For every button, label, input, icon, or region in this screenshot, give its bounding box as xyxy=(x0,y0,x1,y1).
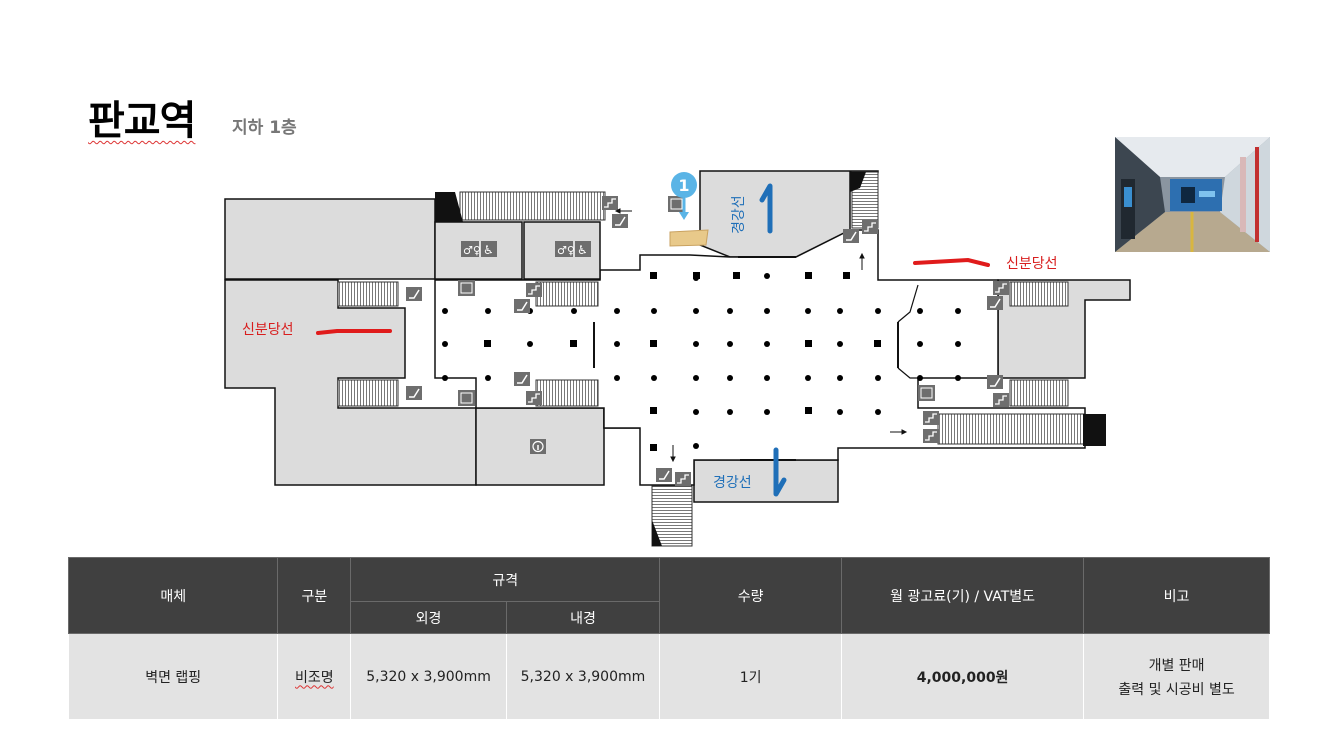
svg-text:♿: ♿ xyxy=(577,243,588,257)
elevator-icon xyxy=(458,196,935,406)
ad-spec-table: 매체 구분 규격 수량 월 광고료(기) / VAT별도 비고 외경 내경 벽면… xyxy=(67,557,1270,720)
media-value: 벽면 랩핑 xyxy=(145,669,202,686)
columns xyxy=(442,272,961,451)
cell-fee: 4,000,000원 xyxy=(841,633,1085,720)
note-line-1: 개별 판매 xyxy=(1148,657,1205,674)
header-note: 비고 xyxy=(1083,557,1270,634)
note-line-2: 출력 및 시공비 별도 xyxy=(1118,681,1235,698)
header-media: 매체 xyxy=(67,557,279,634)
shinbundang-arrow-right xyxy=(913,257,990,267)
wheelchair-icon: ♿ ♿ xyxy=(481,241,591,257)
shinbundang-arrow-left xyxy=(316,329,392,335)
ad-location xyxy=(669,229,709,247)
cell-inner: 5,320 x 3,900mm xyxy=(505,633,661,720)
marker-number: 1 xyxy=(678,176,689,195)
location-marker: 1 xyxy=(671,172,697,220)
cell-category: 비조명 xyxy=(277,633,352,720)
header-outer: 외경 xyxy=(350,601,507,634)
header-fee: 월 광고료(기) / VAT별도 xyxy=(841,557,1085,634)
cell-outer: 5,320 x 3,900mm xyxy=(350,633,507,720)
cell-media: 벽면 랩핑 xyxy=(67,633,279,720)
fare-gates xyxy=(593,256,919,461)
header-category: 구분 xyxy=(277,557,352,634)
svg-text:♂♀: ♂♀ xyxy=(463,244,481,257)
svg-text:♿: ♿ xyxy=(483,243,494,257)
svg-text:♂♀: ♂♀ xyxy=(557,244,575,257)
cell-note: 개별 판매 출력 및 시공비 별도 xyxy=(1083,633,1270,720)
table-row: 벽면 랩핑 비조명 5,320 x 3,900mm 5,320 x 3,900m… xyxy=(67,633,1270,720)
header-quantity: 수량 xyxy=(659,557,843,634)
stairs-icon xyxy=(526,196,1009,486)
restroom-icon: ♂♀ ♂♀ xyxy=(461,241,575,257)
gyeonggang-arrow-down xyxy=(773,447,787,497)
direction-arrows xyxy=(614,208,908,463)
shinbundang-label-left: 신분당선 xyxy=(242,322,294,338)
page-subtitle: 지하 1층 xyxy=(232,118,297,138)
gyeonggang-label-bottom: 경강선 xyxy=(713,475,752,491)
cell-quantity: 1기 xyxy=(659,633,843,720)
gyeonggang-arrow-up xyxy=(759,183,773,234)
escalator-icon xyxy=(406,214,1003,482)
info-icon xyxy=(530,439,546,454)
header-spec: 규격 xyxy=(350,557,661,602)
stairways xyxy=(337,171,1085,547)
floor-plan: ♂♀ ♂♀ ♿ ♿ 1 신분당선 신분당선 경강선 경강선 xyxy=(224,170,1131,547)
gyeonggang-label-top: 경강선 xyxy=(731,195,747,234)
floor-zones xyxy=(224,170,1131,503)
category-value: 비조명 xyxy=(295,669,334,686)
shinbundang-label-right: 신분당선 xyxy=(1006,256,1058,272)
location-photo xyxy=(1115,137,1270,252)
page-title: 판교역 xyxy=(88,98,196,144)
header-inner: 내경 xyxy=(505,601,661,634)
